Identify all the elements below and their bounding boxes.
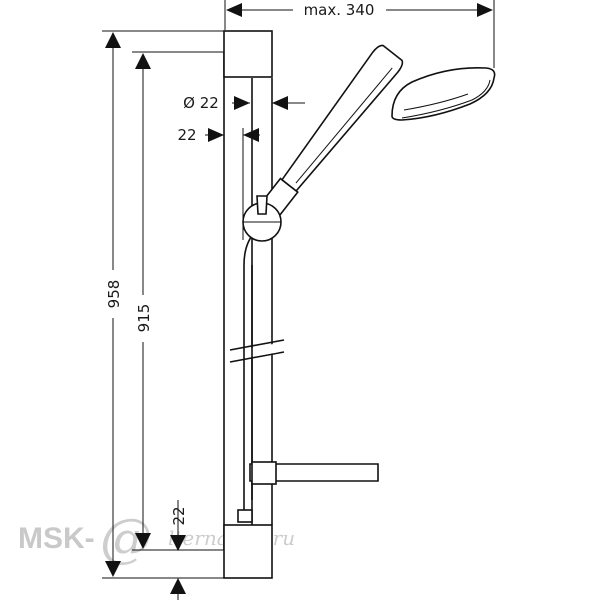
arrow-top <box>135 53 151 69</box>
slider-lever <box>256 195 268 215</box>
bar-length-dimension: 915 <box>132 51 224 551</box>
arrow-right <box>272 96 288 110</box>
arrow-right <box>477 3 493 17</box>
bottom-wall-bracket <box>223 524 273 579</box>
total-height-label: 958 <box>105 280 123 309</box>
handle-highlight <box>295 67 393 184</box>
width-dimension: max. 340 <box>224 0 495 68</box>
total-height-dimension: 958 <box>102 30 224 579</box>
arrow-left <box>208 128 224 142</box>
hand-shower <box>259 44 404 219</box>
top-wall-bracket <box>223 30 273 78</box>
break-line-upper <box>229 339 285 351</box>
shower-head <box>391 66 496 121</box>
arrow-bottom <box>105 561 121 577</box>
offset-label: 22 <box>177 126 196 144</box>
soap-dish <box>249 461 379 485</box>
arrow-bottom <box>135 533 151 549</box>
shower-handle <box>280 44 404 192</box>
arrow-top <box>105 32 121 48</box>
break-line-lower <box>229 351 285 363</box>
arrow-right <box>243 128 259 142</box>
soap-dish-tray <box>249 463 379 482</box>
bottom-offset-label: 22 <box>170 506 188 525</box>
arrow-bottom <box>170 578 186 594</box>
shower-head-rim <box>403 93 469 111</box>
bottom-offset-dimension: 22 <box>170 500 188 600</box>
watermark-brand: MSK- <box>18 522 95 555</box>
arrow-top <box>170 535 186 551</box>
break-gap <box>235 343 279 360</box>
hose-connector <box>237 509 253 523</box>
shower-head-face <box>401 79 491 119</box>
shower-head-body <box>391 66 496 121</box>
arrow-left <box>234 96 250 110</box>
slide-bar <box>223 30 285 579</box>
soap-dish-clamp <box>251 461 277 485</box>
bar-length-label: 915 <box>135 304 153 333</box>
width-label: max. 340 <box>304 1 375 19</box>
diameter-label: Ø 22 <box>183 94 219 112</box>
diameter-dimension: Ø 22 <box>183 94 305 112</box>
arrow-left <box>226 3 242 17</box>
slider-holder <box>242 195 282 242</box>
